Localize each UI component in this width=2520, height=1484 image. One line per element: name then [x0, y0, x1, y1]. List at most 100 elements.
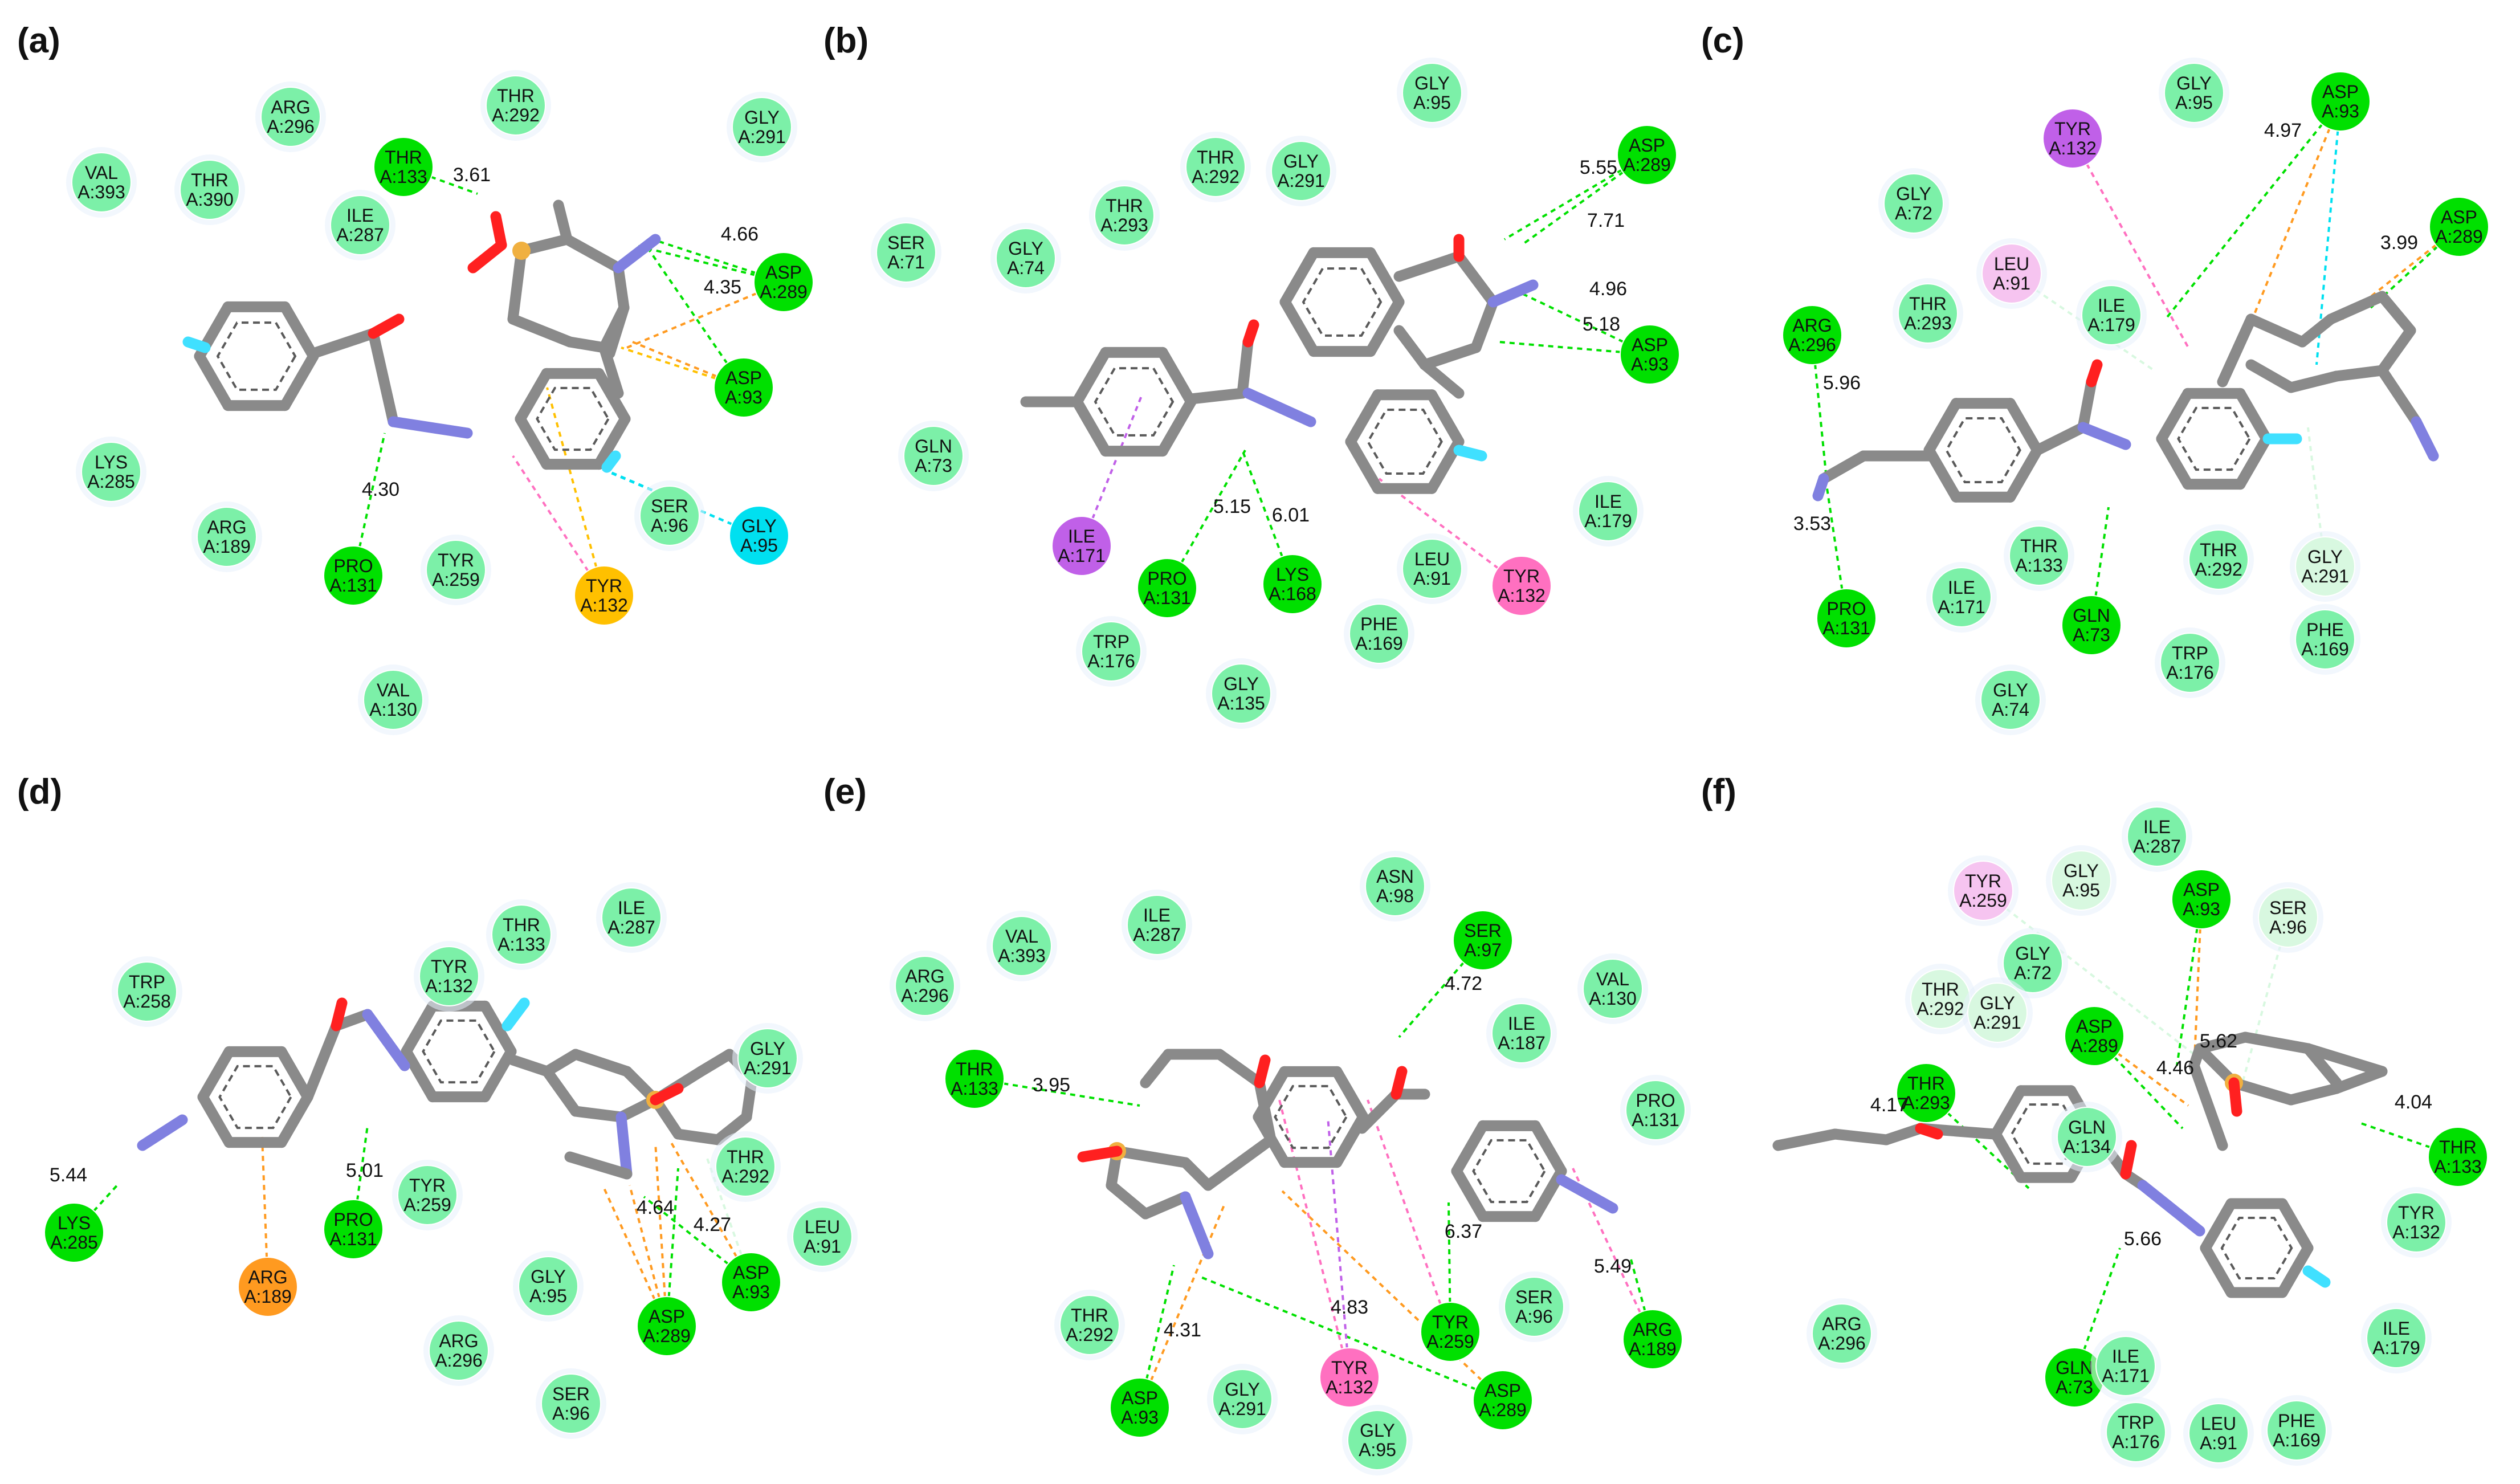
residue-pro-131[interactable]: PROA:131 — [1620, 1075, 1691, 1145]
residue-ile-287[interactable]: ILEA:287 — [325, 190, 395, 260]
residue-ser-96[interactable]: SERA:96 — [1499, 1271, 1569, 1342]
residue-gly-95[interactable]: GLYA:95 — [729, 505, 789, 566]
residue-gly-74[interactable]: GLYA:74 — [990, 223, 1061, 293]
residue-gly-95[interactable]: GLYA:95 — [2159, 58, 2229, 128]
residue-leu-91[interactable]: LEUA:91 — [1397, 533, 1467, 604]
residue-trp-176[interactable]: TRPA:176 — [2101, 1397, 2171, 1467]
residue-ser-96[interactable]: SERA:96 — [2253, 882, 2323, 953]
residue-pro-131[interactable]: PROA:131 — [1137, 558, 1197, 618]
residue-val-130[interactable]: VALA:130 — [1577, 953, 1648, 1024]
residue-gly-291[interactable]: GLYA:291 — [1207, 1364, 1278, 1434]
residue-trp-258[interactable]: TRPA:258 — [112, 956, 182, 1027]
residue-ile-187[interactable]: ILEA:187 — [1486, 998, 1557, 1069]
residue-tyr-259[interactable]: TYRA:259 — [1420, 1302, 1481, 1362]
residue-asn-98[interactable]: ASNA:98 — [1360, 851, 1430, 922]
residue-pro-131[interactable]: PROA:131 — [1816, 588, 1877, 649]
residue-asp-289[interactable]: ASPA:289 — [1617, 125, 1677, 185]
residue-trp-176[interactable]: TRPA:176 — [1076, 616, 1147, 687]
residue-asp-289[interactable]: ASPA:289 — [2064, 1006, 2125, 1066]
residue-ile-287[interactable]: ILEA:287 — [2122, 801, 2192, 872]
residue-asp-289[interactable]: ASPA:289 — [2429, 197, 2489, 257]
residue-arg-296[interactable]: ARGA:296 — [423, 1315, 494, 1386]
residue-gly-72[interactable]: GLYA:72 — [1997, 928, 2068, 998]
residue-thr-292[interactable]: THRA:292 — [2183, 524, 2254, 595]
residue-asp-93[interactable]: ASPA:93 — [2171, 869, 2232, 929]
residue-tyr-132[interactable]: TYRA:132 — [2381, 1187, 2452, 1258]
residue-gly-72[interactable]: GLYA:72 — [1878, 168, 1949, 239]
residue-ile-171[interactable]: ILEA:171 — [2090, 1331, 2161, 1401]
residue-thr-133[interactable]: THRA:133 — [944, 1049, 1005, 1109]
residue-leu-91[interactable]: LEUA:91 — [1976, 238, 2047, 309]
residue-asp-289[interactable]: ASPA:289 — [637, 1296, 697, 1356]
residue-thr-292[interactable]: THRA:292 — [480, 70, 551, 141]
residue-arg-296[interactable]: ARGA:296 — [1782, 305, 1842, 365]
residue-lys-285[interactable]: LYSA:285 — [44, 1202, 104, 1263]
residue-val-130[interactable]: VALA:130 — [358, 664, 429, 735]
residue-tyr-132[interactable]: TYRA:132 — [574, 565, 634, 626]
residue-thr-293[interactable]: THRA:293 — [1893, 278, 1963, 349]
residue-gly-291[interactable]: GLYA:291 — [2290, 531, 2360, 602]
residue-asp-93[interactable]: ASPA:93 — [2310, 71, 2371, 132]
residue-tyr-132[interactable]: TYRA:132 — [1491, 556, 1552, 616]
residue-gly-291[interactable]: GLYA:291 — [732, 1023, 803, 1094]
residue-leu-91[interactable]: LEUA:91 — [2183, 1398, 2254, 1469]
residue-thr-133[interactable]: THRA:133 — [373, 137, 434, 197]
residue-thr-390[interactable]: THRA:390 — [174, 154, 245, 225]
residue-gly-95[interactable]: GLYA:95 — [513, 1251, 584, 1322]
residue-ile-287[interactable]: ILEA:287 — [596, 882, 667, 953]
residue-ile-171[interactable]: ILEA:171 — [1051, 516, 1112, 576]
residue-leu-91[interactable]: LEUA:91 — [787, 1201, 858, 1272]
residue-gly-291[interactable]: GLYA:291 — [1962, 977, 2033, 1048]
residue-gln-134[interactable]: GLNA:134 — [2052, 1102, 2122, 1172]
residue-gly-95[interactable]: GLYA:95 — [1397, 58, 1467, 128]
residue-gln-73[interactable]: GLNA:73 — [898, 421, 969, 491]
residue-thr-133[interactable]: THRA:133 — [2428, 1127, 2488, 1187]
residue-pro-131[interactable]: PROA:131 — [323, 1199, 384, 1259]
residue-asp-289[interactable]: ASPA:289 — [753, 252, 814, 312]
residue-arg-189[interactable]: ARGA:189 — [191, 502, 262, 572]
residue-tyr-132[interactable]: TYRA:132 — [2042, 108, 2103, 169]
residue-gly-291[interactable]: GLYA:291 — [1266, 136, 1336, 206]
residue-asp-289[interactable]: ASPA:289 — [1473, 1370, 1533, 1430]
residue-arg-296[interactable]: ARGA:296 — [890, 951, 960, 1021]
residue-ile-179[interactable]: ILEA:179 — [1573, 476, 1644, 547]
residue-thr-293[interactable]: THRA:293 — [1896, 1063, 1956, 1123]
residue-val-393[interactable]: VALA:393 — [986, 911, 1057, 981]
residue-gly-95[interactable]: GLYA:95 — [2046, 845, 2117, 916]
residue-arg-296[interactable]: ARGA:296 — [1807, 1298, 1877, 1369]
residue-pro-131[interactable]: PROA:131 — [323, 545, 384, 606]
residue-gln-73[interactable]: GLNA:73 — [2061, 595, 2122, 655]
residue-thr-133[interactable]: THRA:133 — [486, 899, 557, 970]
residue-ile-171[interactable]: ILEA:171 — [1926, 562, 1997, 633]
residue-ser-96[interactable]: SERA:96 — [536, 1368, 606, 1439]
residue-gln-73[interactable]: GLNA:73 — [2044, 1347, 2105, 1408]
residue-gly-291[interactable]: GLYA:291 — [727, 92, 797, 162]
residue-gly-135[interactable]: GLYA:135 — [1206, 658, 1277, 729]
residue-phe-169[interactable]: PHEA:169 — [1344, 598, 1414, 669]
residue-tyr-259[interactable]: TYRA:259 — [421, 535, 491, 605]
residue-trp-176[interactable]: TRPA:176 — [2155, 627, 2225, 698]
residue-gly-74[interactable]: GLYA:74 — [1975, 664, 2046, 735]
residue-asp-93[interactable]: ASPA:93 — [1620, 324, 1680, 385]
residue-lys-285[interactable]: LYSA:285 — [76, 437, 146, 507]
residue-tyr-132[interactable]: TYRA:132 — [1319, 1347, 1380, 1408]
residue-phe-169[interactable]: PHEA:169 — [2290, 604, 2360, 675]
residue-ile-179[interactable]: ILEA:179 — [2076, 280, 2147, 350]
residue-ile-287[interactable]: ILEA:287 — [1122, 890, 1192, 960]
residue-arg-296[interactable]: ARGA:296 — [255, 81, 326, 152]
residue-ile-179[interactable]: ILEA:179 — [2361, 1303, 2432, 1373]
residue-lys-168[interactable]: LYSA:168 — [1262, 554, 1323, 614]
residue-thr-133[interactable]: THRA:133 — [2004, 520, 2074, 591]
residue-tyr-259[interactable]: TYRA:259 — [392, 1160, 463, 1230]
residue-ser-71[interactable]: SERA:71 — [871, 217, 941, 288]
residue-gly-95[interactable]: GLYA:95 — [1342, 1405, 1413, 1475]
residue-asp-93[interactable]: ASPA:93 — [1110, 1377, 1170, 1438]
residue-phe-169[interactable]: PHEA:169 — [2261, 1395, 2332, 1466]
residue-ser-97[interactable]: SERA:97 — [1453, 910, 1513, 971]
residue-arg-189[interactable]: ARGA:189 — [238, 1257, 298, 1317]
residue-tyr-259[interactable]: TYRA:259 — [1948, 855, 2019, 926]
residue-ser-96[interactable]: SERA:96 — [634, 480, 705, 551]
residue-tyr-132[interactable]: TYRA:132 — [414, 941, 484, 1012]
residue-arg-189[interactable]: ARGA:189 — [1622, 1309, 1683, 1369]
residue-val-393[interactable]: VALA:393 — [66, 147, 137, 218]
